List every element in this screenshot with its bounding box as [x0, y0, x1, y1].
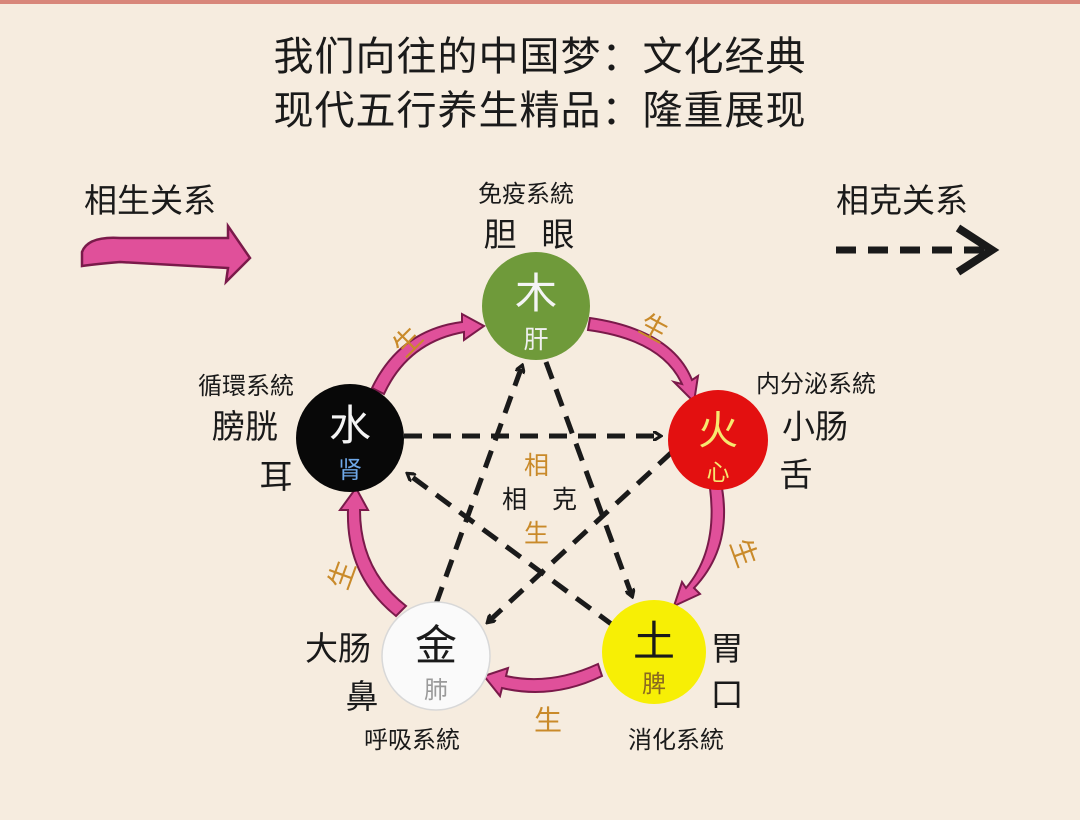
metal-char: 金 — [415, 621, 457, 670]
center-char-4: 生 — [524, 519, 549, 548]
fire-system: 内分泌系統 — [756, 370, 876, 398]
generating-arrow-water-wood — [370, 312, 486, 396]
center-char-1: 相 — [524, 451, 549, 480]
earth-system: 消化系統 — [628, 726, 724, 754]
legend-overcoming: 相克关系 — [836, 181, 1000, 276]
earth-char: 土 — [633, 617, 675, 666]
wood-organ: 肝 — [523, 325, 548, 354]
overcoming-arrow-fire-metal — [488, 450, 674, 622]
legend-overcoming-label: 相克关系 — [836, 181, 968, 220]
legend-overcoming-head — [955, 224, 1000, 276]
element-wood: 木 肝 免疫系統 胆 眼 — [478, 180, 590, 360]
center-char-3: 克 — [552, 485, 577, 514]
fire-part-1: 小肠 — [782, 407, 848, 446]
earth-organ: 脾 — [642, 670, 666, 698]
overcoming-arrow-wood-earth — [543, 361, 632, 596]
overcoming-arrow-metal-wood — [433, 366, 522, 605]
fire-organ: 心 — [707, 460, 730, 486]
metal-system: 呼吸系統 — [364, 726, 460, 754]
element-water: 水 肾 循環系統 膀胱 耳 — [198, 372, 404, 496]
label-sheng-fire-earth: 生 — [723, 534, 764, 572]
top-border — [0, 0, 1080, 4]
title-line-2: 现代五行养生精品：隆重展现 — [273, 88, 807, 134]
wood-part-2: 眼 — [542, 215, 575, 254]
metal-organ: 肺 — [424, 676, 448, 704]
center-char-2: 相 — [502, 485, 527, 514]
generating-arrow-fire-earth — [672, 487, 726, 608]
legend-generating-arrow — [80, 221, 252, 286]
earth-part-2: 口 — [711, 675, 744, 714]
water-circle — [296, 384, 404, 492]
generating-arrow-metal-water — [338, 486, 408, 618]
wood-system: 免疫系統 — [478, 180, 574, 208]
metal-part-2: 鼻 — [346, 677, 379, 716]
center-label: 相 相 克 生 — [502, 451, 577, 548]
element-earth: 土 脾 胃 口 消化系統 — [602, 600, 744, 754]
element-metal: 金 肺 大肠 鼻 呼吸系統 — [305, 601, 491, 754]
metal-circle — [381, 601, 491, 711]
wood-part-1: 胆 — [484, 215, 517, 254]
label-sheng-earth-metal: 生 — [534, 704, 562, 737]
element-fire: 火 心 内分泌系統 小肠 舌 — [668, 370, 876, 494]
water-part-2: 耳 — [260, 457, 293, 496]
overcoming-star — [404, 361, 674, 629]
earth-part-1: 胃 — [711, 629, 744, 668]
wood-char: 木 — [515, 269, 557, 318]
water-part-1: 膀胱 — [212, 407, 278, 446]
legend-generating: 相生关系 — [80, 181, 252, 286]
overcoming-arrow-earth-water — [408, 474, 616, 629]
fire-circle — [668, 390, 768, 490]
title-line-1: 我们向往的中国梦：文化经典 — [273, 34, 807, 80]
legend-generating-label: 相生关系 — [84, 181, 216, 220]
generating-arrow-earth-metal — [482, 662, 604, 699]
earth-circle — [602, 600, 706, 704]
fire-char: 火 — [698, 408, 738, 454]
fire-part-2: 舌 — [780, 455, 813, 494]
water-system: 循環系統 — [198, 372, 294, 400]
wood-circle — [482, 252, 590, 360]
metal-part-1: 大肠 — [305, 629, 371, 668]
water-char: 水 — [329, 401, 371, 450]
water-organ: 肾 — [338, 456, 362, 484]
